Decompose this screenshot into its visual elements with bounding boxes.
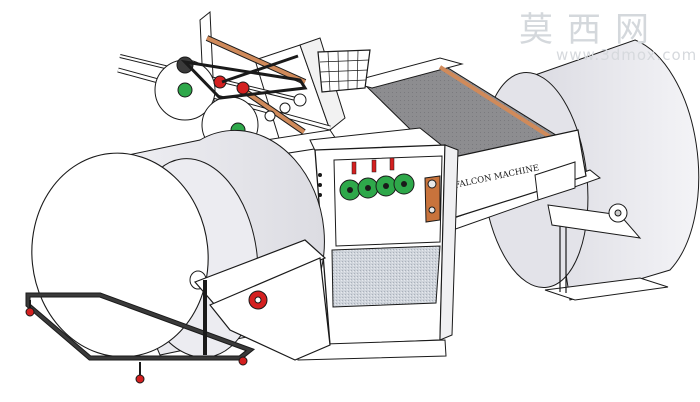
- right-roll-stand: [544, 203, 669, 301]
- conveyor-side-beam: FALCON MACHINE: [439, 129, 587, 223]
- copper-bracket: [424, 175, 441, 223]
- watermark-site-url: www.3dmox.com: [556, 46, 698, 64]
- watermark-site-name: 莫西网: [519, 10, 663, 50]
- wire-basket: [317, 49, 371, 93]
- drive-gears: [339, 157, 415, 201]
- left-feed-arm: [193, 173, 331, 361]
- left-roll-cart: [25, 280, 256, 384]
